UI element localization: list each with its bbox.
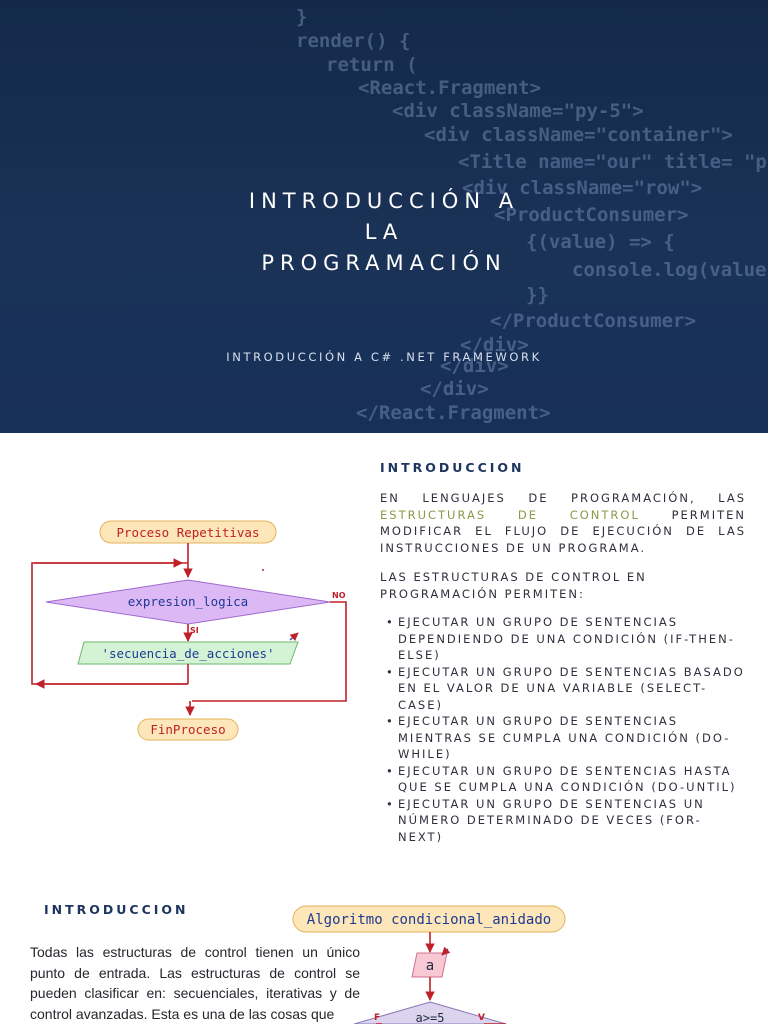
- code-line: <ProductConsumer>: [494, 204, 689, 226]
- flow-end-label: FinProceso: [150, 722, 225, 737]
- code-line: </div>: [440, 355, 509, 377]
- flow-start-node: [292, 905, 566, 933]
- flow-input-node: [411, 952, 448, 978]
- code-line: <div className="py-5">: [392, 100, 644, 122]
- hero-title-line: PROGRAMACIÓN: [261, 251, 507, 275]
- code-line: </React.Fragment>: [356, 402, 551, 424]
- flow-input-label: a: [426, 958, 434, 974]
- code-line: {(value) => {: [526, 231, 675, 253]
- section-heading: INTRODUCCION: [380, 460, 525, 475]
- code-line: }}: [526, 284, 549, 306]
- flow-loop-line: [31, 562, 188, 685]
- code-line: <div className="row">: [462, 177, 703, 199]
- flow-no-label: NO: [332, 591, 346, 600]
- intro-text-column: INTRODUCCION EN LENGUAJES DE PROGRAMACIÓ…: [380, 460, 746, 845]
- section2-paragraph: Todas las estructuras de control tienen …: [30, 944, 360, 1022]
- code-line: </div>: [420, 378, 489, 400]
- intro-paragraph: EN LENGUAJES DE PROGRAMACIÓN, LAS ESTRUC…: [380, 490, 746, 556]
- list-item: EJECUTAR UN GRUPO DE SENTENCIAS HASTA QU…: [380, 763, 746, 796]
- flow-start-label: Proceso Repetitivas: [117, 525, 260, 540]
- flow-process-node: [77, 641, 299, 665]
- nested-conditional-flowchart: Algoritmo condicional_anidado a a>=5 F V: [292, 905, 566, 1024]
- control-structures-intro: LAS ESTRUCTURAS DE CONTROL EN PROGRAMACI…: [380, 570, 647, 601]
- flow-process-label: 'secuencia_de_acciones': [101, 646, 274, 661]
- flow-end-node: [137, 718, 239, 741]
- code-line: return (: [326, 54, 418, 76]
- code-line: render() {: [296, 30, 411, 52]
- hero-title-line: INTRODUCCIÓN A: [248, 189, 520, 213]
- code-line: <div className="container">: [424, 124, 733, 146]
- code-line: </div>: [460, 334, 529, 356]
- code-line: <React.Fragment>: [358, 77, 542, 99]
- flow-io-mark: [289, 632, 299, 642]
- list-item: EJECUTAR UN GRUPO DE SENTENCIAS DEPENDIE…: [380, 614, 746, 664]
- intro-paragraph-accent: ESTRUCTURAS DE CONTROL: [380, 507, 640, 522]
- list-item: EJECUTAR UN GRUPO DE SENTENCIAS MIENTRAS…: [380, 713, 746, 763]
- flow-true-label: V: [478, 1013, 485, 1023]
- intro-paragraph-start: EN LENGUAJES DE PROGRAMACIÓN, LAS: [380, 491, 746, 505]
- hero-banner: } render() { return ( <React.Fragment> <…: [0, 0, 768, 433]
- flow-no-line: [192, 601, 347, 702]
- repetitive-flowchart: Proceso Repetitivas expresion_logica NO …: [31, 520, 347, 741]
- code-line: }: [296, 6, 308, 28]
- flow-dot: [262, 569, 264, 571]
- list-item: EJECUTAR UN GRUPO DE SENTENCIAS UN NÚMER…: [380, 796, 746, 846]
- list-item: EJECUTAR UN GRUPO DE SENTENCIAS BASADO E…: [380, 664, 746, 714]
- flow-start-label: Algoritmo condicional_anidado: [307, 912, 551, 928]
- flow-decision-label: expresion_logica: [128, 594, 248, 609]
- control-structures-list: EJECUTAR UN GRUPO DE SENTENCIAS DEPENDIE…: [380, 614, 746, 845]
- intro-paragraph-end: PERMITEN MODIFICAR EL FLUJO DE EJECUCIÓN…: [380, 507, 746, 555]
- code-line: <Title name="our" title= "product: [458, 151, 768, 173]
- code-background: } render() { return ( <React.Fragment> <…: [0, 0, 768, 433]
- hero-title: INTRODUCCIÓN A LA PROGRAMACIÓN: [0, 186, 768, 279]
- section-heading: INTRODUCCION: [44, 902, 189, 917]
- flow-io-mark: [441, 946, 451, 956]
- code-line: </ProductConsumer>: [490, 310, 696, 332]
- hero-title-line: LA: [364, 220, 404, 244]
- flow-yes-label: SI: [190, 626, 199, 635]
- hero-subtitle: INTRODUCCIÓN A C# .NET FRAMEWORK: [226, 350, 542, 364]
- code-line: console.log(value): [572, 259, 768, 281]
- flow-decision-label: a>=5: [416, 1011, 445, 1024]
- flow-false-label: F: [374, 1013, 380, 1023]
- flow-decision-node: [353, 1001, 507, 1024]
